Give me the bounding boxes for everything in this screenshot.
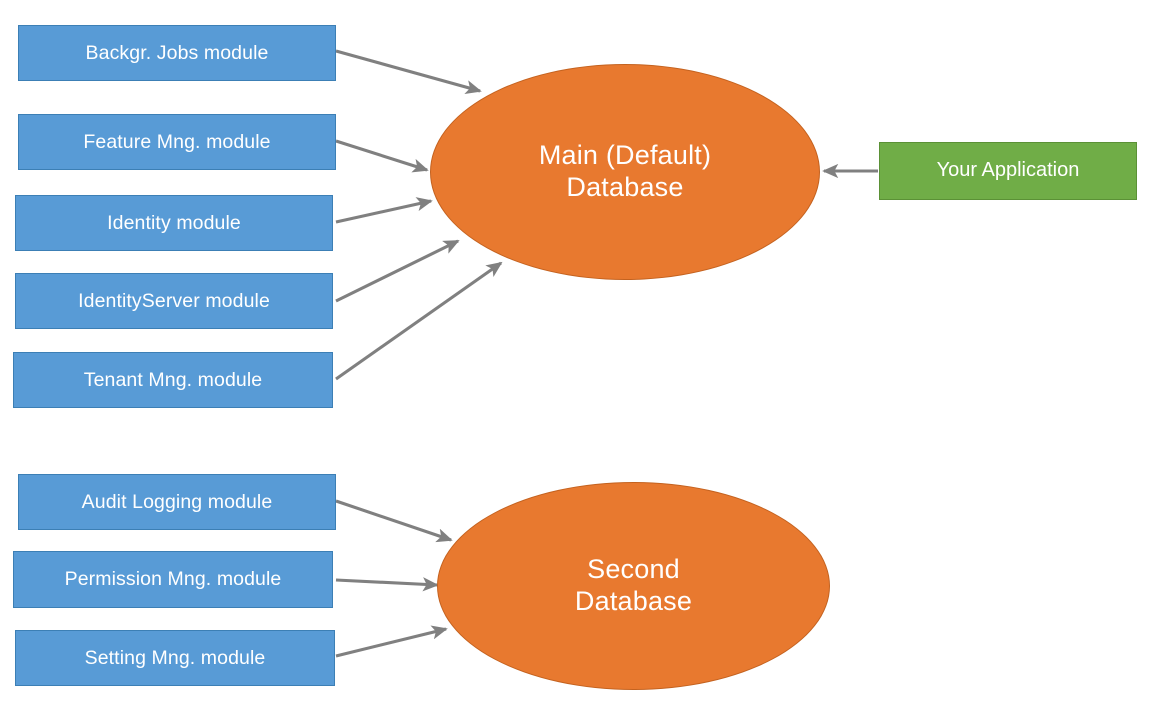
connector-audit-logging-to-second-db: [335, 499, 453, 543]
second-database-node[interactable]: Second Database: [437, 482, 830, 690]
main-database-node[interactable]: Main (Default) Database: [430, 64, 820, 280]
main-database-label-line2: Database: [566, 172, 684, 202]
connector-permission-mng-to-second-db: [335, 577, 439, 592]
application-node[interactable]: Your Application: [879, 142, 1137, 200]
connector-identity-to-main-db: [335, 197, 433, 224]
module-box-feature-mng[interactable]: Feature Mng. module: [18, 114, 336, 170]
module-label: Feature Mng. module: [83, 130, 271, 153]
module-box-identity[interactable]: Identity module: [15, 195, 333, 251]
module-box-identityserver[interactable]: IdentityServer module: [15, 273, 333, 329]
module-label: Backgr. Jobs module: [85, 41, 269, 64]
module-box-audit-logging[interactable]: Audit Logging module: [18, 474, 336, 530]
module-label: Permission Mng. module: [64, 568, 282, 590]
connector-backgr-jobs-to-main-db: [335, 49, 482, 95]
module-box-backgr-jobs[interactable]: Backgr. Jobs module: [18, 25, 336, 81]
second-database-label-line1: Second: [587, 554, 680, 585]
module-box-permission-mng[interactable]: Permission Mng. module: [13, 551, 333, 608]
module-label: Setting Mng. module: [84, 646, 266, 669]
module-box-setting-mng[interactable]: Setting Mng. module: [15, 630, 335, 686]
module-label: Audit Logging module: [81, 490, 273, 513]
module-label: Identity module: [107, 211, 241, 234]
second-database-label-line2: Database: [574, 586, 693, 616]
connector-feature-mng-to-main-db: [335, 139, 429, 173]
main-database-label-line1: Main (Default): [538, 140, 712, 171]
connector-tenant-mng-to-main-db: [335, 261, 503, 381]
module-label: IdentityServer module: [78, 289, 270, 312]
module-box-tenant-mng[interactable]: Tenant Mng. module: [13, 352, 333, 408]
connector-setting-mng-to-second-db: [335, 625, 448, 658]
application-label: Your Application: [936, 159, 1080, 182]
connector-identityserver-to-main-db: [335, 239, 460, 303]
module-label: Tenant Mng. module: [83, 368, 263, 391]
